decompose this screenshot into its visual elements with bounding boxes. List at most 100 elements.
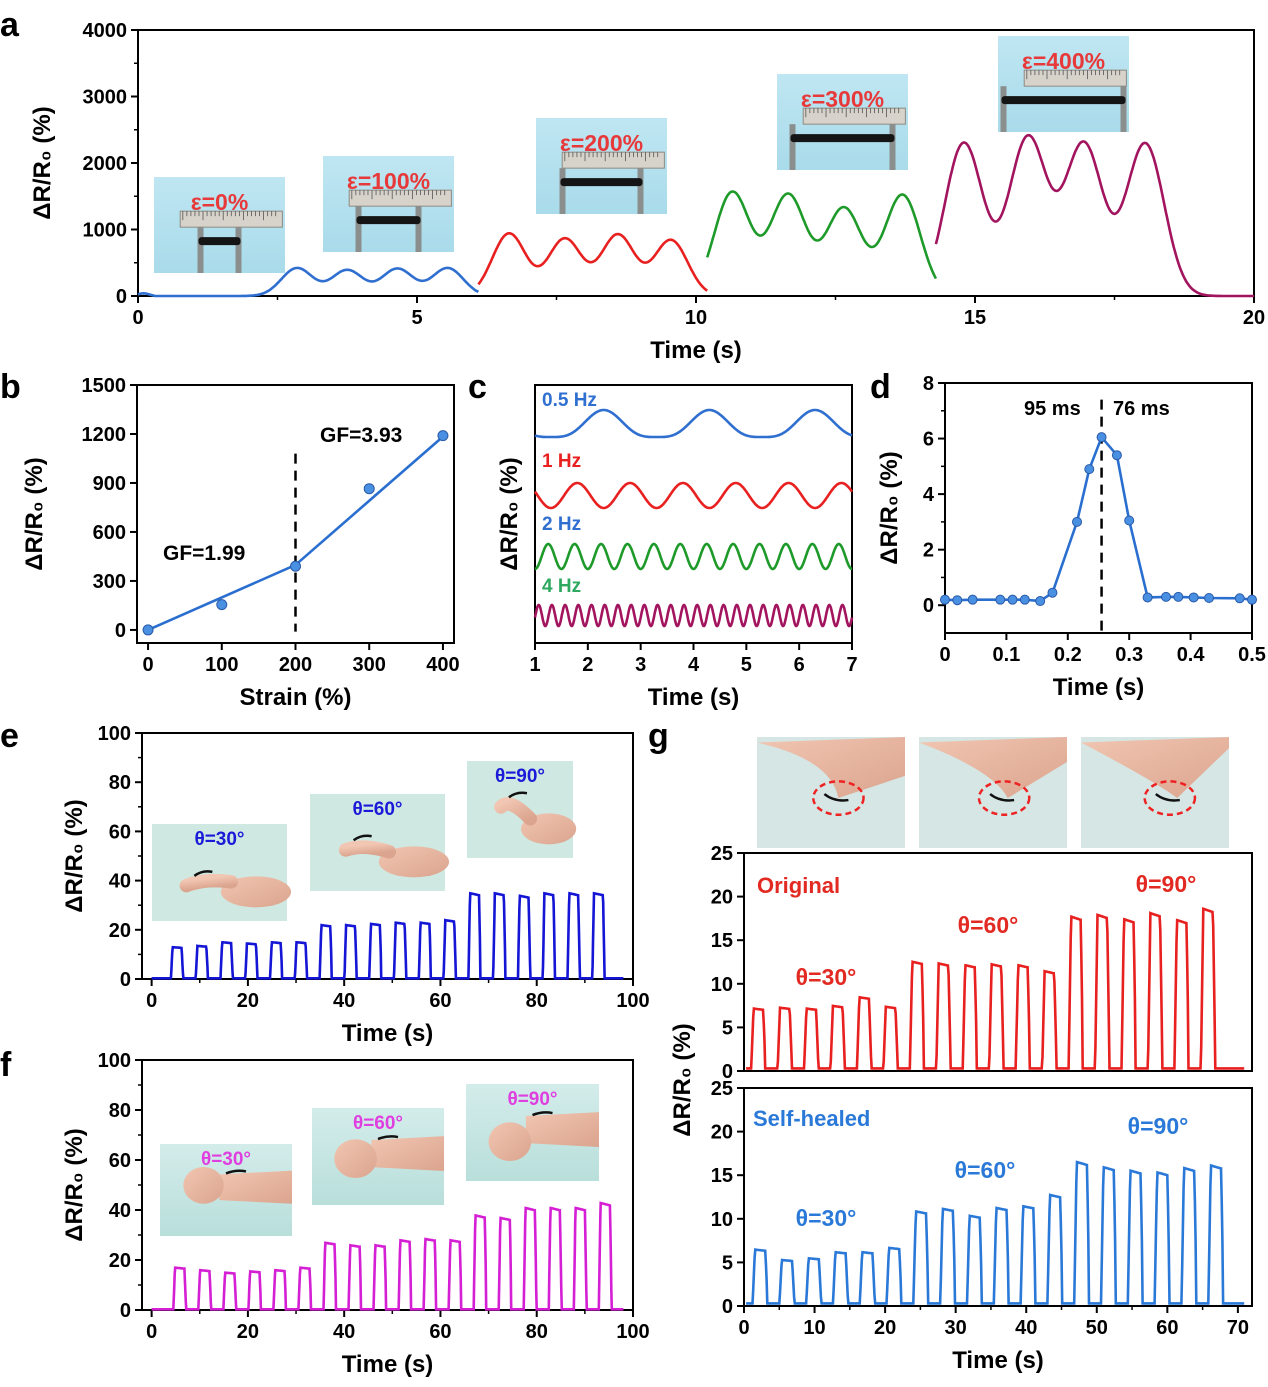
x-tick-label: 0 [146, 1321, 157, 1343]
x-tick-label: 60 [1156, 1317, 1178, 1339]
data-point [1188, 592, 1199, 603]
signal-line-1 [746, 1160, 1245, 1305]
clamp-left [789, 124, 796, 170]
freq-series-line [533, 603, 854, 628]
y-tick-label: 2 [923, 540, 934, 562]
x-tick-label: 60 [429, 990, 451, 1012]
panel-letter: c [468, 368, 487, 406]
data-point [1047, 587, 1058, 598]
x-tick-label: 100 [616, 990, 649, 1012]
sensor-on-wrist [377, 1135, 399, 1141]
x-tick-label: 0 [146, 990, 157, 1012]
y-tick-label: 600 [93, 522, 126, 544]
y-axis-label: ΔR/R₀ (%) [669, 1023, 696, 1136]
x-tick-label: 100 [616, 1321, 649, 1343]
sensor-on-finger [352, 834, 372, 842]
series-line-a-1 [477, 232, 708, 292]
sensor-strip [198, 237, 241, 246]
data-point [1234, 593, 1245, 604]
response-line [944, 434, 1253, 603]
sensor-on-wrist [532, 1111, 553, 1117]
forearm-shape [219, 1170, 292, 1204]
y-tick-label: 100 [98, 1050, 131, 1072]
data-point [1173, 591, 1184, 602]
finger-shape [338, 840, 397, 859]
sensor-strip [790, 134, 895, 143]
data-point [940, 594, 950, 605]
x-axis-label: Time (s) [342, 1351, 434, 1378]
hand-shape [378, 846, 450, 878]
x-tick-label: 6 [794, 654, 805, 676]
series-label: 0.5 Hz [542, 390, 597, 411]
gf-label-low: GF=1.99 [163, 542, 245, 565]
x-axis-label: Strain (%) [239, 684, 351, 711]
data-point [967, 594, 978, 605]
y-tick-label: 1200 [82, 424, 127, 446]
arm-shape [757, 737, 905, 799]
fit-line [294, 435, 444, 566]
plot-frame [944, 382, 1253, 634]
y-tick-label: 20 [711, 1122, 733, 1144]
hand-shape [220, 876, 292, 908]
angle-label: θ=60° [353, 1113, 403, 1134]
y-tick-label: 20 [109, 1250, 131, 1272]
forearm-shape [525, 1112, 599, 1148]
x-tick-label: 0.5 [1238, 644, 1266, 666]
series-line-a-2 [705, 190, 938, 280]
y-tick-label: 10 [711, 974, 733, 996]
angle-label: θ=30° [194, 829, 244, 850]
y-tick-label: 10 [711, 1209, 733, 1231]
y-axis-label: ΔR/R₀ (%) [61, 799, 88, 912]
y-tick-label: 900 [93, 473, 126, 495]
y-axis-label: ΔR/R₀ (%) [61, 1128, 88, 1241]
x-tick-label: 5 [411, 307, 422, 329]
x-tick-label: 80 [526, 990, 548, 1012]
y-tick-label: 0 [923, 595, 934, 617]
angle-label: θ=90° [1136, 871, 1197, 897]
x-tick-label: 400 [426, 654, 459, 676]
elbow-photo-2 [1081, 737, 1229, 848]
y-tick-label: 25 [711, 1078, 733, 1100]
data-point [1142, 592, 1153, 603]
subplot-title: Original [757, 873, 840, 898]
y-tick-label: 5 [722, 1017, 733, 1039]
strain-photo-3: ε=300% [777, 74, 908, 170]
data-point [1111, 450, 1122, 461]
y-tick-label: 0 [120, 969, 131, 991]
strain-photo-4: ε=400% [998, 36, 1129, 132]
x-axis-label: Time (s) [650, 337, 742, 364]
fist-shape [334, 1139, 377, 1179]
data-point [1019, 594, 1030, 605]
y-tick-label: 2000 [83, 153, 128, 175]
series-line-a-3 [934, 133, 1254, 298]
strain-label: ε=200% [560, 130, 643, 156]
x-tick-label: 70 [1227, 1317, 1249, 1339]
strain-photo-2: ε=200% [536, 118, 667, 214]
x-tick-label: 20 [1243, 307, 1265, 329]
subplot-title: Self-healed [753, 1106, 870, 1131]
clamp-left [559, 168, 566, 214]
plot-frame [743, 852, 1253, 1072]
strain-photo-1: ε=100% [323, 156, 454, 252]
y-axis-label: ΔR/R₀ (%) [496, 457, 523, 570]
series-label: 1 Hz [542, 451, 581, 472]
x-tick-label: 20 [237, 1321, 259, 1343]
angle-label: θ=90° [507, 1089, 557, 1110]
x-tick-label: 80 [526, 1321, 548, 1343]
sensor-on-finger [508, 791, 528, 799]
sensor-on-elbow [989, 793, 1015, 802]
y-tick-label: 40 [109, 871, 131, 893]
sensor-strip [560, 178, 643, 187]
angle-label: θ=90° [1128, 1113, 1189, 1139]
wrist-photo-2: θ=90° [466, 1084, 599, 1181]
data-point [1007, 594, 1018, 605]
y-axis-label: ΔR/R₀ (%) [29, 106, 56, 219]
strain-label: ε=400% [1022, 48, 1105, 74]
data-point [290, 560, 301, 572]
sensor-on-elbow [823, 793, 849, 802]
arm-shape [1081, 737, 1229, 799]
